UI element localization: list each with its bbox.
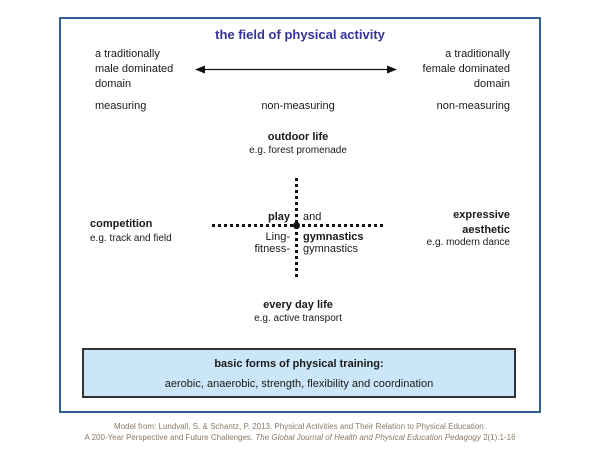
quadrant-left-example: e.g. track and field (90, 233, 172, 244)
quadrant-bottom-example: e.g. active transport (254, 313, 342, 324)
training-box-items: aerobic, anaerobic, strength, flexibilit… (164, 378, 434, 390)
quadrant-right-label: expressive aesthetic (453, 209, 510, 236)
left-right-arrow-icon (195, 65, 397, 74)
quadrant-top-label: outdoor life (267, 131, 329, 143)
quadrant-right-example: e.g. modern dance (426, 237, 510, 248)
center-play-label: play (267, 211, 290, 223)
source-caption-line2-suffix: 2(1):1-16 (480, 433, 516, 442)
female-domain-label: a traditionally female dominated domain (422, 48, 510, 90)
diagram-title: the field of physical activity (215, 27, 385, 42)
non-measuring-right-label: non-measuring (436, 100, 510, 112)
quadrant-left-label: competition (90, 218, 153, 230)
male-domain-label: a traditionally male dominated domain (95, 48, 174, 90)
quadrant-bottom-label: every day life (263, 299, 333, 311)
training-box (82, 348, 516, 398)
measuring-label: measuring (95, 100, 147, 112)
axis-crossing-dot (293, 222, 300, 229)
center-gymnastics-label: gymnastics (303, 243, 359, 255)
source-caption-line1: Model from: Lundvall, S. & Schantz, P. 2… (114, 422, 486, 431)
center-gymnastics-bold-label: gymnastics (303, 231, 364, 243)
quadrant-top-example: e.g. forest promenade (249, 145, 347, 156)
source-caption-line2: A 200-Year Perspective and Future Challe… (0, 432, 600, 443)
source-caption-line2-prefix: A 200-Year Perspective and Future Challe… (84, 433, 256, 442)
source-caption: Model from: Lundvall, S. & Schantz, P. 2… (0, 421, 600, 443)
non-measuring-center-label: non-measuring (261, 100, 335, 112)
center-and-label: and (303, 211, 322, 223)
center-fitness-label: fitness- (254, 243, 290, 255)
diagram-frame (59, 17, 541, 413)
center-ling-label: Ling- (265, 231, 290, 243)
training-box-heading: basic forms of physical training: (214, 358, 384, 370)
source-caption-journal-title: The Global Journal of Health and Physica… (255, 433, 481, 442)
